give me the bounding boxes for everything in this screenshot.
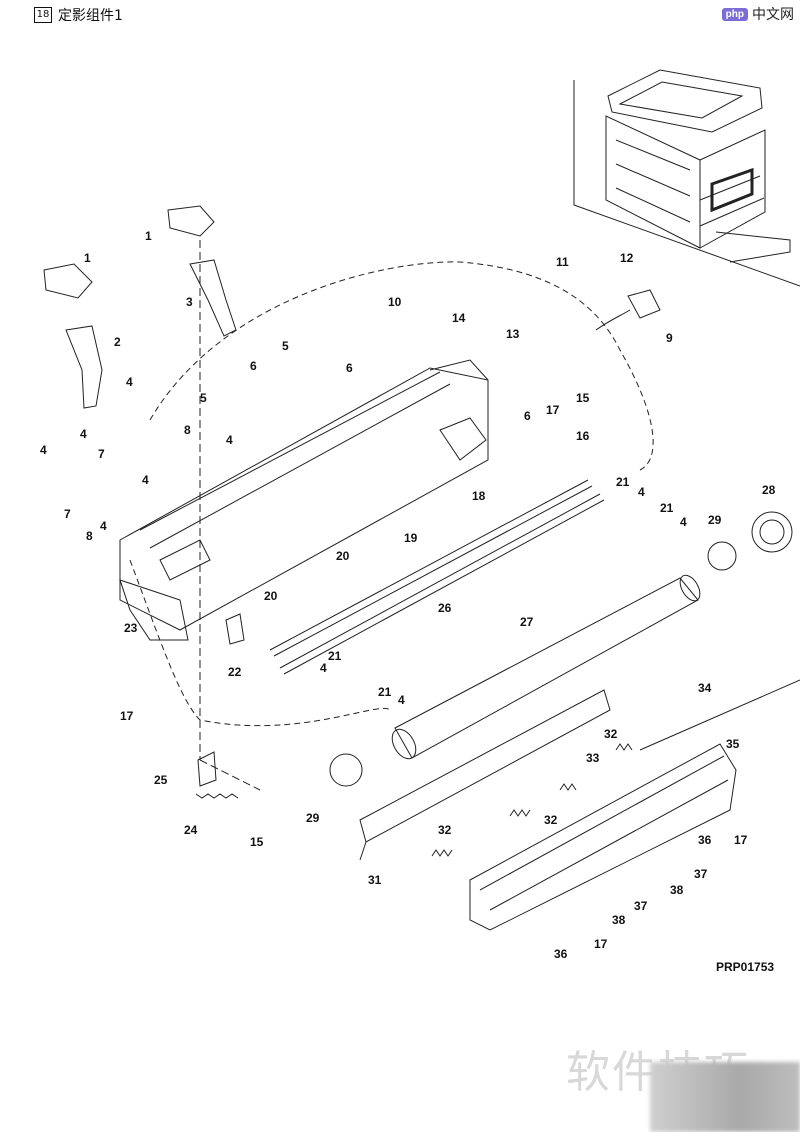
callout-17c: 17	[734, 833, 748, 847]
callout-4h: 4	[680, 515, 687, 529]
callout-4i: 4	[320, 661, 327, 675]
callout-7a: 7	[98, 447, 105, 461]
callout-14: 14	[452, 311, 466, 325]
callout-37b: 37	[634, 899, 648, 913]
callout-25: 25	[154, 773, 168, 787]
cap-1-top	[167, 205, 215, 237]
page-header: 18 定影组件1	[34, 4, 123, 26]
callout-6c: 6	[524, 409, 531, 423]
callout-4j: 4	[398, 693, 405, 707]
callout-26: 26	[438, 601, 452, 615]
callout-32c: 32	[604, 727, 618, 741]
callout-5b: 5	[200, 391, 207, 405]
callout-36a: 36	[698, 833, 712, 847]
callout-4g: 4	[638, 485, 645, 499]
plate-31	[359, 689, 611, 843]
gear-29-left	[329, 753, 363, 787]
site-logo[interactable]: php 中文网	[721, 4, 794, 24]
callout-15a: 15	[576, 391, 590, 405]
callout-37a: 37	[694, 867, 708, 881]
callout-21a: 21	[616, 475, 630, 489]
callout-15b: 15	[250, 835, 264, 849]
fixing-frame	[119, 359, 489, 641]
callout-5a: 5	[282, 339, 289, 353]
callout-21c: 21	[328, 649, 342, 663]
callout-3: 3	[186, 295, 193, 309]
callout-9: 9	[666, 331, 673, 345]
callout-11: 11	[556, 255, 569, 269]
callout-2: 2	[114, 335, 121, 349]
section-number-box: 18	[34, 7, 52, 23]
bracket-25	[197, 751, 217, 787]
page-title: 定影组件1	[58, 8, 123, 24]
callout-22: 22	[228, 665, 242, 679]
callout-21b: 21	[660, 501, 674, 515]
gear-28	[751, 511, 793, 553]
callout-38b: 38	[612, 913, 626, 927]
bracket-3	[189, 259, 237, 337]
gear-29-right	[707, 541, 737, 571]
assembly-dashed-line	[149, 261, 654, 471]
callout-24: 24	[184, 823, 198, 837]
rail-26	[279, 493, 601, 669]
bracket-2	[65, 325, 103, 409]
copier-inset-illustration	[573, 69, 800, 287]
callout-33: 33	[586, 751, 600, 765]
callout-8b: 8	[86, 529, 93, 543]
callout-19: 19	[404, 531, 418, 545]
callout-34: 34	[698, 681, 712, 695]
callout-20b: 20	[264, 589, 278, 603]
callout-4d: 4	[226, 433, 233, 447]
callout-12: 12	[620, 251, 634, 265]
callout-35: 35	[726, 737, 740, 751]
wire-34	[639, 679, 800, 751]
cap-1-left	[43, 263, 93, 299]
callout-10: 10	[388, 295, 402, 309]
callout-4b: 4	[80, 427, 87, 441]
callout-6a: 6	[250, 359, 257, 373]
callout-4a: 4	[126, 375, 133, 389]
callout-13: 13	[506, 327, 520, 341]
callout-17a: 17	[546, 403, 560, 417]
callout-16: 16	[576, 429, 590, 443]
callout-4c: 4	[40, 443, 47, 457]
callout-1a: 1	[84, 251, 91, 265]
bracket-22	[225, 613, 245, 645]
callout-29b: 29	[306, 811, 320, 825]
heat-roller	[391, 574, 701, 760]
callout-4e: 4	[142, 473, 149, 487]
callout-28: 28	[762, 483, 776, 497]
callout-7b: 7	[64, 507, 71, 521]
callout-29a: 29	[708, 513, 722, 527]
callout-20a: 20	[336, 549, 350, 563]
callout-8a: 8	[184, 423, 191, 437]
separator-assembly	[469, 743, 737, 931]
callout-36b: 36	[554, 947, 568, 961]
callout-17d: 17	[594, 937, 608, 951]
callout-32a: 32	[438, 823, 452, 837]
rail-19	[269, 479, 589, 651]
callout-38a: 38	[670, 883, 684, 897]
callout-21d: 21	[378, 685, 392, 699]
callout-labels: 1 1 2 3 4 4 4 4 4 4 4 4 4 4 5 5 6 6 6 7 …	[40, 229, 776, 961]
callout-4f: 4	[100, 519, 107, 533]
callout-6b: 6	[346, 361, 353, 375]
drawing-code: PRP01753	[716, 960, 775, 974]
connector-9	[627, 289, 661, 319]
callout-31: 31	[368, 873, 382, 887]
callout-17b: 17	[120, 709, 134, 723]
logo-text: 中文网	[752, 7, 794, 23]
callout-23: 23	[124, 621, 138, 635]
callout-1b: 1	[145, 229, 152, 243]
watermark-blur-overlay	[650, 1062, 800, 1132]
callout-32b: 32	[544, 813, 558, 827]
callout-18: 18	[472, 489, 486, 503]
logo-badge: php	[721, 7, 748, 21]
callout-27: 27	[520, 615, 534, 629]
